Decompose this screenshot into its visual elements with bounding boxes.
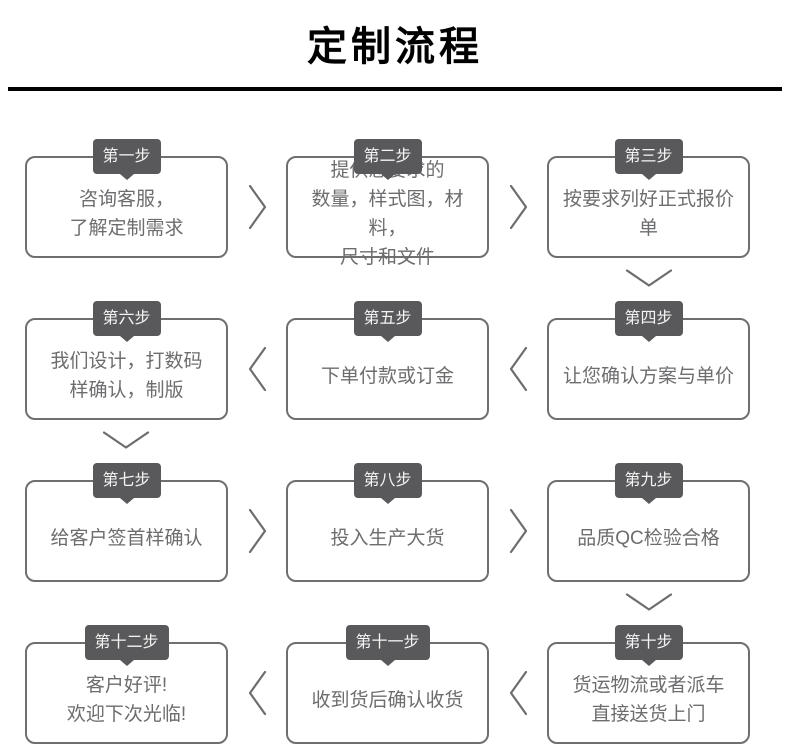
step-text: 让您确认方案与单价	[562, 365, 734, 387]
step-card-6: 第六步 我们设计，打数码 样确认，制版	[25, 301, 228, 420]
step-badge: 第八步	[353, 463, 422, 498]
step-text: 下单付款或订金	[320, 365, 454, 387]
step-badge: 第十二步	[84, 625, 169, 660]
arrow-left-icon	[248, 670, 266, 716]
arrow-left-icon	[509, 670, 527, 716]
arrow-down-icon	[102, 431, 150, 449]
step-badge: 第四步	[614, 301, 683, 336]
arrow-right-icon	[509, 508, 527, 554]
process-flowchart: 第一步 咨询客服， 了解定制需求 第二步 提供您要求的 数量，样式图，材料， 尺…	[0, 136, 790, 744]
arrow-left-icon	[509, 346, 527, 392]
arrow-cell	[228, 136, 286, 258]
step-card-9: 第九步 品质QC检验合格	[547, 463, 750, 582]
step-card-7: 第七步 给客户签首样确认	[25, 463, 228, 582]
arrow-right-icon	[248, 508, 266, 554]
step-text: 咨询客服， 了解定制需求	[69, 189, 184, 239]
arrow-down-icon	[625, 593, 673, 611]
step-badge: 第九步	[614, 463, 683, 498]
step-label: 第七步	[102, 472, 151, 489]
arrow-cell	[489, 136, 547, 258]
arrow-cell	[489, 298, 547, 420]
title-divider	[8, 87, 782, 91]
step-text: 品质QC检验合格	[577, 527, 720, 549]
step-text: 给客户签首样确认	[50, 527, 203, 549]
arrow-row	[25, 258, 775, 298]
step-text: 收到货后确认收货	[311, 689, 464, 711]
step-text: 客户好评! 欢迎下次光临!	[66, 675, 187, 725]
arrow-down-icon	[625, 269, 673, 287]
arrow-right-icon	[509, 184, 527, 230]
step-label: 第二步	[363, 148, 412, 165]
arrow-cell	[228, 298, 286, 420]
step-badge: 第六步	[92, 301, 161, 336]
step-label: 第十步	[624, 634, 673, 651]
step-badge: 第五步	[353, 301, 422, 336]
arrow-cell	[228, 460, 286, 582]
arrow-cell	[228, 622, 286, 744]
step-card-4: 第四步 让您确认方案与单价	[547, 301, 750, 420]
arrow-row	[25, 582, 775, 622]
step-card-3: 第三步 按要求列好正式报价单	[547, 139, 750, 258]
step-label: 第十二步	[94, 634, 159, 651]
step-text: 我们设计，打数码 样确认，制版	[50, 351, 203, 401]
arrow-cell	[489, 460, 547, 582]
arrow-cell	[489, 622, 547, 744]
arrow-row	[25, 420, 775, 460]
step-text: 按要求列好正式报价单	[562, 189, 734, 239]
step-label: 第八步	[363, 472, 412, 489]
arrow-right-icon	[248, 184, 266, 230]
step-badge: 第三步	[614, 139, 683, 174]
step-badge: 第七步	[92, 463, 161, 498]
step-label: 第十一步	[355, 634, 420, 651]
step-label: 第九步	[624, 472, 673, 489]
step-badge: 第一步	[92, 139, 161, 174]
step-card-2: 第二步 提供您要求的 数量，样式图，材料， 尺寸和文件	[286, 139, 489, 268]
step-label: 第五步	[363, 310, 412, 327]
flow-row-4: 第十二步 客户好评! 欢迎下次光临! 第十一步 收到货后确认收货 第十步 货运物…	[25, 622, 775, 744]
step-badge: 第十一步	[345, 625, 430, 660]
step-label: 第六步	[102, 310, 151, 327]
step-label: 第三步	[624, 148, 673, 165]
arrow-left-icon	[248, 346, 266, 392]
step-badge: 第十步	[614, 625, 683, 660]
step-card-8: 第八步 投入生产大货	[286, 463, 489, 582]
step-badge: 第二步	[353, 139, 422, 174]
page-title: 定制流程	[307, 25, 483, 69]
step-card-11: 第十一步 收到货后确认收货	[286, 625, 489, 744]
step-text: 货运物流或者派车 直接送货上门	[572, 675, 725, 725]
flow-row-2: 第六步 我们设计，打数码 样确认，制版 第五步 下单付款或订金 第四步 让您确认…	[25, 298, 775, 420]
flow-row-3: 第七步 给客户签首样确认 第八步 投入生产大货 第九步 品质QC检验合格	[25, 460, 775, 582]
step-card-12: 第十二步 客户好评! 欢迎下次光临!	[25, 625, 228, 744]
step-card-5: 第五步 下单付款或订金	[286, 301, 489, 420]
step-label: 第一步	[102, 148, 151, 165]
step-text: 投入生产大货	[330, 527, 445, 549]
step-label: 第四步	[624, 310, 673, 327]
step-card-10: 第十步 货运物流或者派车 直接送货上门	[547, 625, 750, 744]
flow-row-1: 第一步 咨询客服， 了解定制需求 第二步 提供您要求的 数量，样式图，材料， 尺…	[25, 136, 775, 268]
step-card-1: 第一步 咨询客服， 了解定制需求	[25, 139, 228, 258]
